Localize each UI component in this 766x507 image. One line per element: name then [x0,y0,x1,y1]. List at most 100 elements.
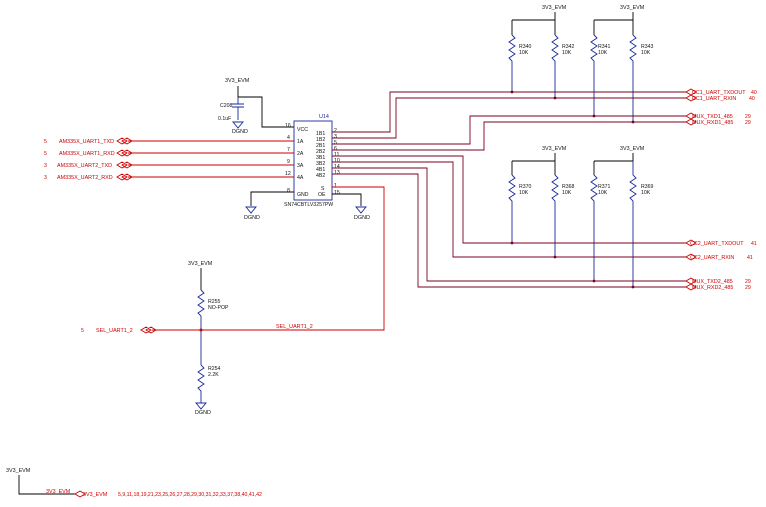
ic-right-pins: 1B1 2 1B2 3 2B1 5 2B2 6 3B1 11 3B2 10 4B… [316,128,340,198]
net-sheet-ref: 29 [745,279,751,285]
ground-icon [232,121,244,129]
port-connector-icon [116,137,133,145]
net-sheet-ref: 40 [749,96,755,102]
net-label-3v3-bottom-red: 3V3_EVM [46,489,71,495]
resistor-ref-r340: R340 [519,44,532,50]
resistor-r254 [197,364,205,403]
junction-dot [553,255,557,259]
port-connector-icon [685,118,697,126]
pin-number-4: 4 [287,135,290,141]
power-label-3v3-bottom: 3V3_EVM [6,468,31,474]
net-sheet-ref: 41 [751,241,757,247]
power-rail-top-1 [511,12,556,35]
ic-body [293,120,333,201]
wire-cc1-txdout [332,91,686,133]
pin-name-1b1: 1B1 [316,131,325,137]
resistor-value-r370: 10K [519,190,529,196]
power-label-3v3-sel: 3V3_EVM [188,261,213,267]
pin-number-7: 7 [287,147,290,153]
resistor-ref-r341: R341 [598,44,611,50]
wire-cc1-rxin [332,97,686,139]
pin-name-3b2: 3B2 [316,161,325,167]
wire-mux-txd1 [332,115,686,145]
port-connector-icon [74,490,86,498]
net-label-cc1-uart-rxin: CC1_UART_RXIN [692,96,736,102]
decoupling-capacitor-group: 3V3_EVM C208 0.1uF DGND [218,78,294,135]
resistor-value-r343: 10K [641,50,651,56]
net-label-am335x-uart1-txd: AM335X_UART1_TXD [59,139,114,145]
pin-name-gnd: GND [297,192,309,198]
port-connector-icon [116,173,133,181]
pin-number-15: 15 [334,190,340,196]
wire-cc2-txdout [332,155,686,244]
net-label-cc2-uart-txdout: CC2_UART_TXDOUT [690,241,744,247]
ground-icon [355,206,367,214]
power-label-3v3-top-2: 3V3_EVM [620,5,645,11]
pin-name-vcc: VCC [297,127,308,133]
port-connector-icon [685,283,697,291]
power-label-3v3-mid-1: 3V3_EVM [542,146,567,152]
resistor-r370 [508,174,516,243]
ground-label-ic: DGND [244,215,260,221]
power-label-3v3-top-1: 3V3_EVM [542,5,567,11]
power-rail-mid-1 [511,153,556,175]
net-sheet-ref: 3 [44,163,47,169]
power-label-3v3-mid-2: 3V3_EVM [620,146,645,152]
port-connector-icon [116,161,133,169]
resistor-ref-r369: R369 [641,184,654,190]
pin-name-oe: OE [318,192,326,198]
port-connector-icon [116,149,133,157]
resistor-ref-r370: R370 [519,184,532,190]
sel-uart-wire [152,186,385,331]
capacitor-value: 0.1uF [218,116,231,122]
junction-dot [199,328,203,332]
resistor-r368 [551,174,559,257]
port-connector-icon [685,277,697,285]
port-connector-icon [685,88,697,96]
ic-left-pins: 16 VCC 4 1A 7 2A 9 3A 12 4A 8 GND [285,123,309,198]
net-label-3v3-bottom-out: 3V3_EVM [83,492,108,498]
resistor-ref-r371: R371 [598,184,611,190]
net-label-am335x-uart2-txd: AM335X_UART2_TXD [57,163,112,169]
resistor-value-r371: 10K [598,190,608,196]
ground-label-oe: DGND [354,215,370,221]
resistor-r369 [629,161,637,287]
pin-number-2: 2 [334,128,337,134]
net-label-mux-rxd2-485: MUX_RXD2_485 [692,285,733,291]
junction-dot [631,285,635,289]
resistor-ref-r254: R254 [208,366,221,372]
pin-name-1a: 1A [297,139,304,145]
resistor-value-r369: 10K [641,190,651,196]
junction-dot [510,241,514,245]
pin-number-6: 6 [334,146,337,152]
pin-number-16: 16 [285,123,291,129]
pin-name-4b2: 4B2 [316,173,325,179]
net-label-cc1-uart-txdout: CC1_UART_TXDOUT [692,90,746,96]
port-connector-icon [685,112,697,120]
resistor-value-r368: 10K [562,190,572,196]
ic-u14: U14 SN74CBTLV3257PW 16 VCC 4 1A 7 2A 9 3… [244,114,370,221]
net-sheet-ref: 5 [81,328,84,334]
net-label-sel-uart1-2-port: SEL_UART1_2 [96,328,133,334]
power-rail-top-2 [593,12,634,35]
net-sheet-ref: 29 [745,120,751,126]
wire-cc2-rxin [332,161,686,258]
resistor-r371 [590,174,598,281]
pin-name-3b1: 3B1 [316,155,325,161]
power-rail-mid-2 [593,153,634,175]
ground-label-sel: DGND [195,410,211,416]
capacitor-c208 [232,97,244,120]
net-label-mux-txd1-485: MUX_TXD1_485 [692,114,733,120]
pin-name-s: S [321,186,325,192]
resistor-r340 [508,34,516,92]
resistor-value-r342: 10K [562,50,572,56]
pin-number-11: 11 [334,152,339,158]
right-net-wiring: CC1_UART_TXDOUT 40 CC1_UART_RXIN 40 MUX_… [332,88,757,291]
port-connector-icon [685,94,697,102]
net-sheet-ref: 29 [745,114,751,120]
resistor-r255 [197,289,205,365]
junction-dot [631,120,635,124]
junction-dot [553,96,557,100]
net-label-am335x-uart1-rxd: AM335X_UART1_RXD [59,151,115,157]
